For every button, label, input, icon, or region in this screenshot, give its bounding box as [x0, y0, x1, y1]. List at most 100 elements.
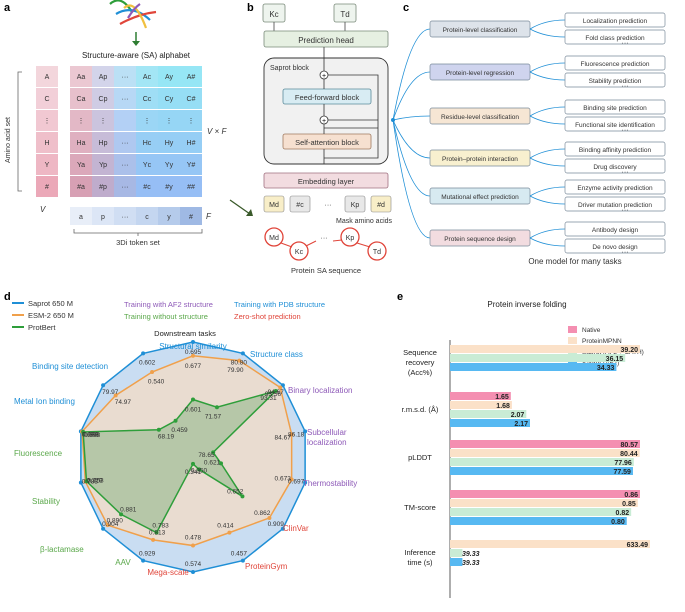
- task-group-label: Protein–protein interaction: [442, 156, 518, 163]
- sa-token: #y: [165, 184, 173, 191]
- sa-grid-cell: [70, 110, 92, 131]
- embedding-layer-label: Embedding layer: [298, 177, 355, 186]
- input-token-box: [289, 195, 311, 213]
- radar-value-label: 0.478: [185, 534, 202, 541]
- radar-value-label: 0.350: [191, 467, 208, 474]
- radar-value-label: 0.779: [86, 478, 103, 485]
- bar-value-label: 34.33: [597, 365, 615, 372]
- radar-point: [211, 450, 216, 455]
- radar-point: [278, 385, 283, 390]
- sa-grid-cell: [92, 154, 114, 175]
- bar-value-label: 0.85: [622, 501, 636, 508]
- bar: [450, 363, 617, 371]
- panel-e-letter: e: [397, 291, 403, 303]
- sa-token: ···: [122, 162, 129, 169]
- bar: [450, 549, 463, 557]
- sa-grid-cell: [114, 132, 136, 153]
- radar-point: [303, 429, 308, 434]
- input-token: Md: [269, 202, 279, 209]
- svg-text:+: +: [322, 73, 326, 80]
- radar-value-label: 0.540: [148, 378, 165, 385]
- prediction-head-label: Prediction head: [298, 36, 354, 45]
- bar-value-label: 80.44: [620, 451, 638, 458]
- radar-point: [105, 523, 110, 528]
- sa-token: Y#: [187, 162, 196, 169]
- radar-value-label: 0.753: [87, 477, 104, 484]
- protein-sa-sequence-label: Protein SA sequence: [291, 266, 361, 275]
- sa-grid-cell: [180, 66, 202, 87]
- sa-token: Ca: [77, 96, 86, 103]
- radar-value-label: 79.90: [227, 367, 244, 374]
- task-item-box: [564, 99, 666, 115]
- bar: [450, 392, 511, 400]
- radar-point: [267, 515, 272, 520]
- bar: [450, 499, 638, 507]
- radar-point: [191, 340, 195, 344]
- sa-grid-cell: [158, 176, 180, 197]
- legend-swatch: [568, 337, 577, 344]
- legend-zero-shot: Zero-shot prediction: [234, 312, 301, 321]
- radar-point: [119, 512, 124, 517]
- radar-point: [280, 526, 285, 531]
- radar-point: [154, 530, 159, 535]
- radar-point: [273, 389, 278, 394]
- bar-value-label: 77.96: [614, 460, 632, 467]
- feed-forward-box: [282, 88, 372, 105]
- sa-token: Yy: [165, 162, 174, 169]
- radar-point: [150, 370, 155, 375]
- task-item-box: [564, 196, 666, 212]
- caption: One model for many tasks: [528, 257, 621, 266]
- aa-cell: [36, 66, 58, 87]
- radar-value-label: 86.18: [288, 431, 305, 438]
- radar-value-label: 0.813: [149, 530, 166, 537]
- radar-point: [151, 537, 156, 542]
- radar-axis-label: Structure class: [250, 350, 303, 359]
- sa-grid-cell: [136, 132, 158, 153]
- radar-value-label: 0.341: [185, 469, 202, 476]
- category-label: pLDDT: [408, 453, 432, 462]
- radar-value-label: 0.788: [82, 479, 99, 486]
- bar-value-label: 0.82: [616, 510, 630, 517]
- task-item-box: [564, 141, 666, 157]
- bar: [450, 490, 640, 498]
- mask-amino-acids-label: Mask amino acids: [336, 218, 393, 225]
- sa-token: ⋮: [166, 118, 173, 125]
- sa-grid-cell: [92, 176, 114, 197]
- sa-grid-cell: [136, 110, 158, 131]
- bar: [450, 467, 633, 475]
- radar-point: [240, 558, 245, 563]
- sa-token: Yp: [99, 162, 107, 169]
- sequence-token: Kc: [295, 249, 304, 256]
- bar: [450, 345, 640, 353]
- bar-value-label: 39.33: [462, 551, 480, 558]
- aa-cell: [36, 110, 58, 131]
- sa-token: Cc: [143, 96, 152, 103]
- bar: [450, 458, 634, 466]
- protein-structure-icon: [109, 0, 157, 29]
- radar-axis-label: Thermostability: [303, 479, 357, 488]
- category-label: recovery: [406, 358, 435, 367]
- sa-grid-cell: [92, 132, 114, 153]
- category-label: (Acc%): [408, 368, 433, 377]
- feed-forward-label: Feed-forward block: [295, 93, 359, 102]
- sa-token: Hp: [99, 140, 108, 147]
- radar-point: [196, 467, 201, 472]
- panel-a-letter: a: [4, 2, 11, 14]
- task-item-label: Stability prediction: [589, 78, 642, 85]
- radar-point: [191, 543, 195, 548]
- task-item-label: Enzyme activity prediction: [577, 185, 653, 192]
- radar-value-label: 0.862: [254, 510, 271, 517]
- sa-token: Ha: [77, 140, 86, 147]
- aa-cell: [36, 132, 58, 153]
- td-output: Td: [340, 10, 349, 19]
- radar-point: [240, 494, 245, 499]
- radar-value-label: 0.698: [83, 432, 100, 439]
- aa-cell: [36, 176, 58, 197]
- sa-grid-cell: [158, 132, 180, 153]
- radar-point: [214, 405, 219, 410]
- aa-token: C: [44, 96, 49, 103]
- radar-value-label: 93.56: [265, 391, 282, 398]
- chart-title: Protein inverse folding: [487, 300, 566, 309]
- radar-value-label: 0.697: [288, 479, 305, 486]
- input-token-box: [370, 195, 392, 213]
